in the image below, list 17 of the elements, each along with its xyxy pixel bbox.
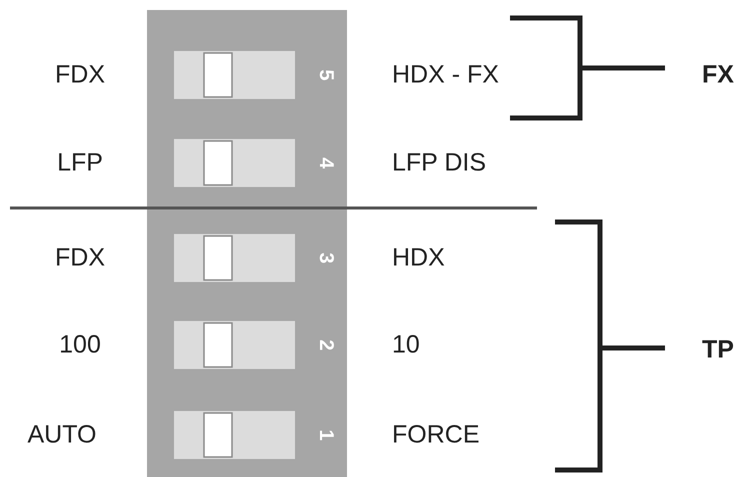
switch-label: FORCE: [392, 422, 480, 448]
switch-number: 5: [316, 69, 336, 81]
switch-label: AUTO: [28, 422, 96, 448]
switch-number: 1: [316, 429, 336, 441]
group-label: FX: [702, 62, 734, 88]
switch-label: 10: [392, 332, 420, 358]
switch-label: FDX: [55, 62, 105, 88]
switch-number: 4: [316, 157, 336, 169]
switch-label: HDX: [392, 246, 445, 270]
switch-label: 100: [59, 332, 101, 358]
switch-number: 3: [316, 252, 336, 264]
switch-label: HDX - FX: [392, 62, 499, 88]
group-label: TP: [702, 338, 734, 362]
switch-label: LFP: [57, 150, 103, 176]
switch-label: LFP DIS: [392, 150, 486, 176]
switch-number: 2: [316, 339, 336, 351]
switch-label: FDX: [55, 246, 105, 270]
